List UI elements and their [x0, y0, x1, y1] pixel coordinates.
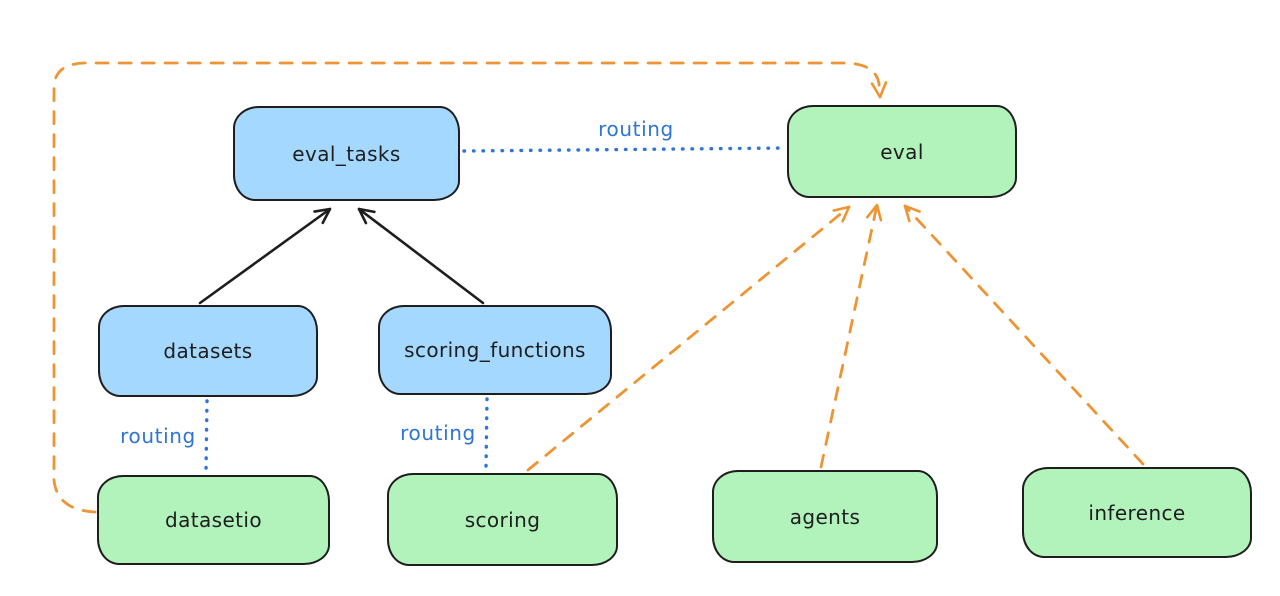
routing-label-eval_tasks-eval: routing — [598, 117, 674, 141]
node-datasetio: datasetio — [97, 475, 330, 565]
node-inference-label: inference — [1088, 500, 1186, 525]
node-datasets: datasets — [98, 305, 318, 397]
node-scoring_functions: scoring_functions — [378, 305, 612, 395]
arrow-agents-to-eval — [819, 203, 883, 469]
node-eval_tasks-label: eval_tasks — [292, 141, 401, 166]
node-eval-label: eval — [880, 139, 924, 164]
routing-line-eval_tasks-to-eval — [462, 146, 786, 153]
node-datasetio-label: datasetio — [164, 508, 262, 532]
arrow-scoring_functions-to-eval_tasks — [357, 207, 485, 305]
node-scoring-label: scoring — [464, 507, 541, 532]
routing-line-datasets-to-datasetio — [204, 399, 209, 474]
routing-line-scoring_functions-to-scoring — [484, 397, 489, 471]
node-inference: inference — [1022, 467, 1252, 558]
arrow-datasets-to-eval_tasks — [198, 207, 332, 305]
node-datasets-label: datasets — [163, 339, 253, 363]
arrow-inference-to-eval — [903, 204, 1145, 466]
node-eval_tasks: eval_tasks — [233, 106, 460, 201]
node-scoring_functions-label: scoring_functions — [404, 338, 586, 362]
node-eval: eval — [787, 105, 1017, 198]
node-agents-label: agents — [789, 504, 861, 529]
routing-label-scoring_functions-scoring: routing — [400, 421, 476, 445]
routing-label-datasets-datasetio: routing — [120, 424, 196, 448]
node-scoring: scoring — [387, 473, 618, 566]
node-agents: agents — [712, 470, 938, 563]
